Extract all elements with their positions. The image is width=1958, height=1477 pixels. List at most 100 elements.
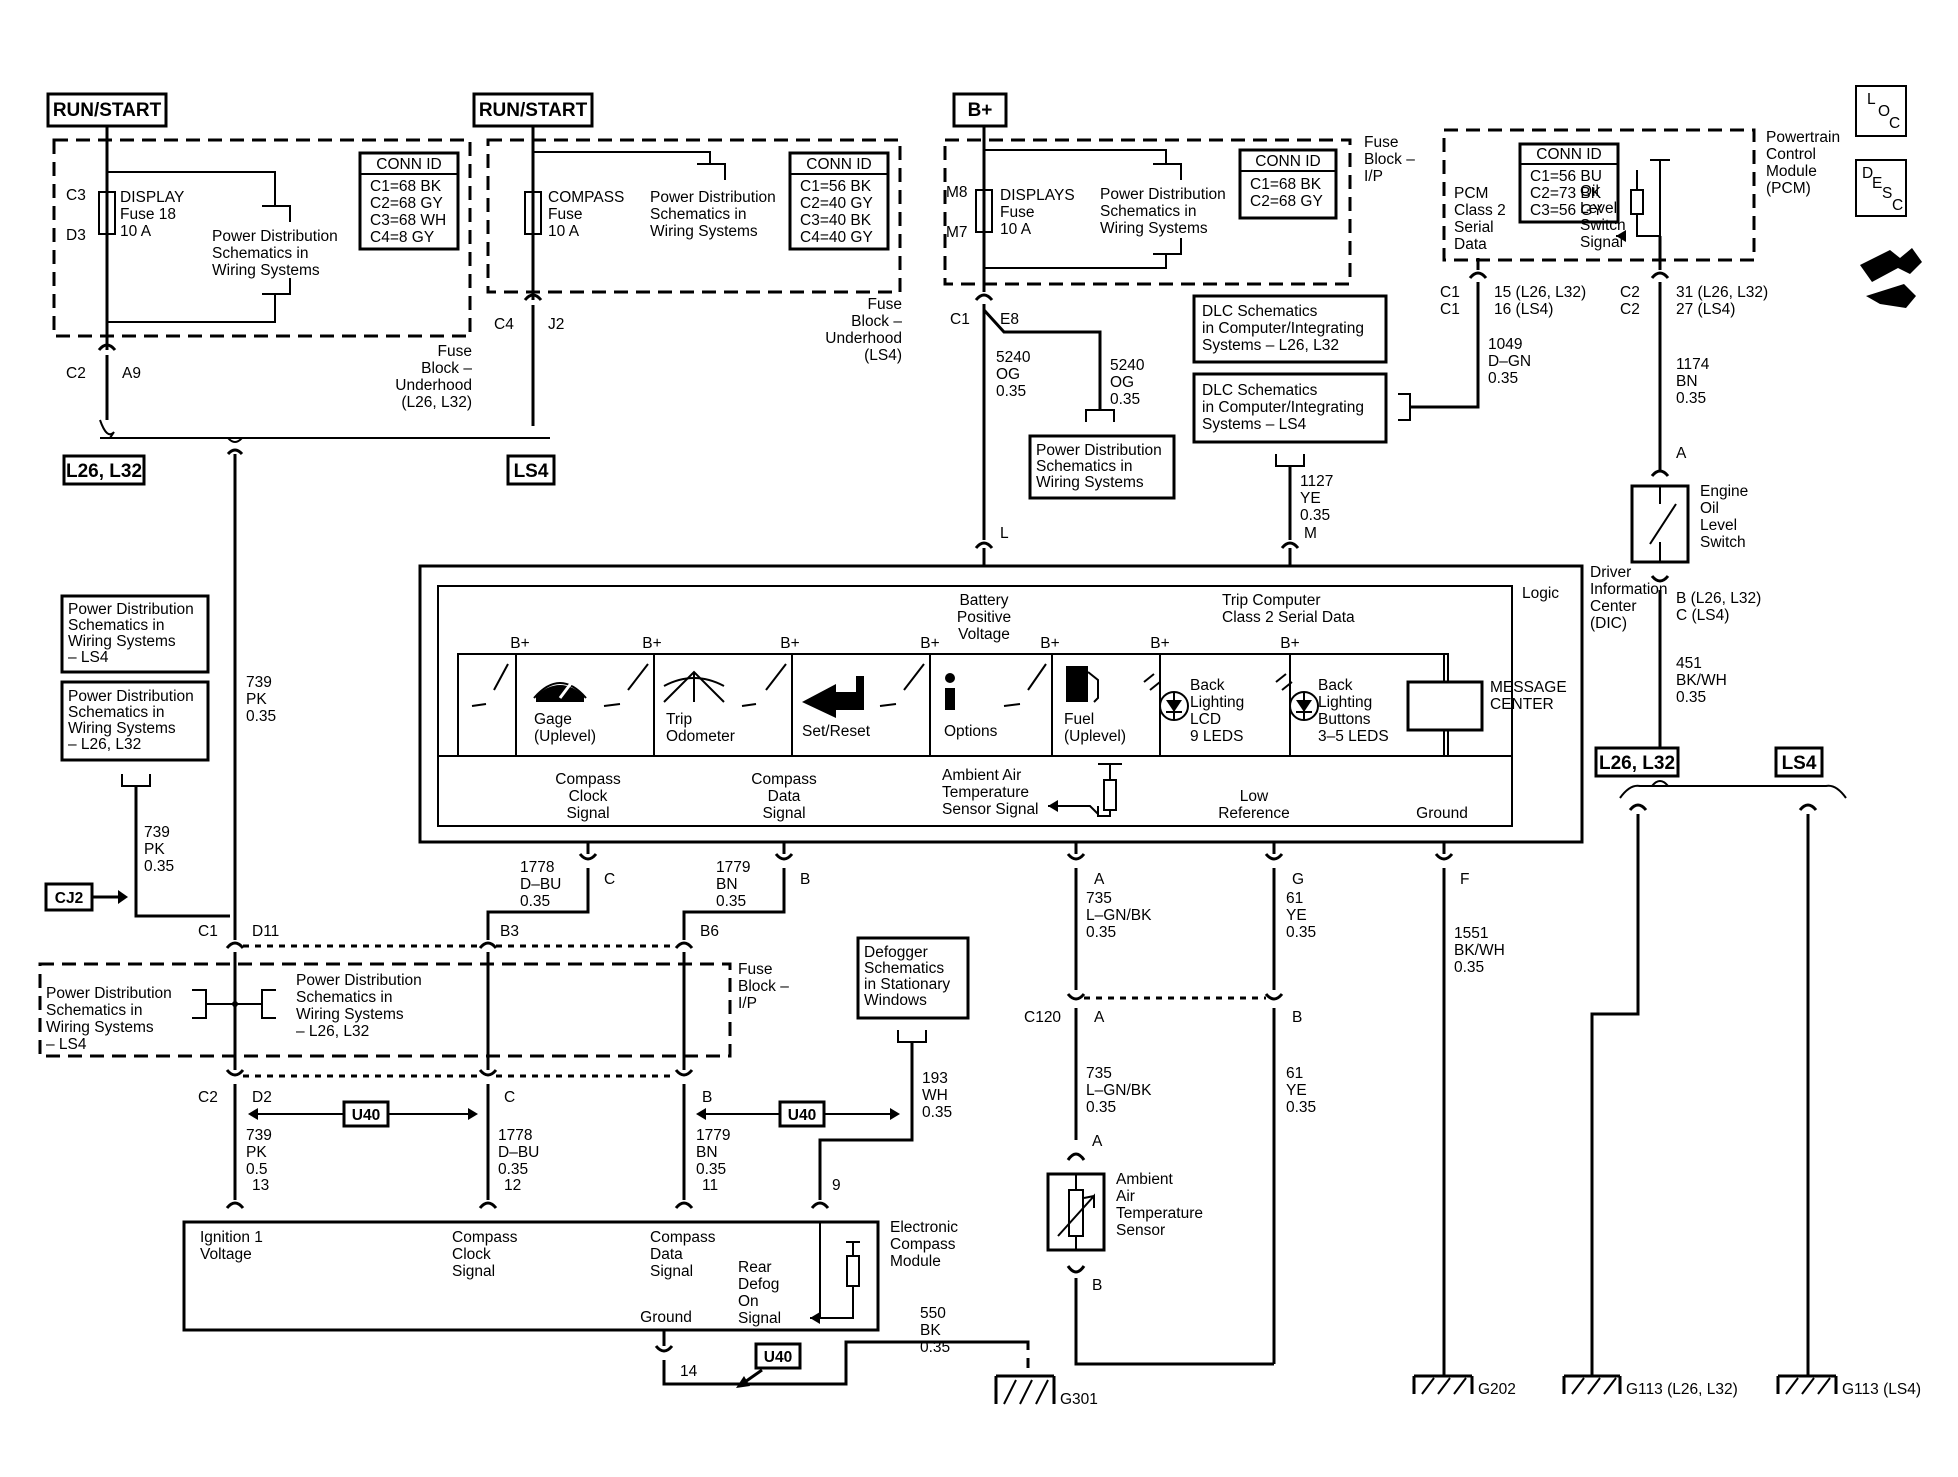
- diagram-label: – LS4: [46, 1036, 87, 1053]
- diagram-label: C1=68 BK: [1250, 176, 1322, 193]
- diagram-label: 31 (L26, L32): [1676, 284, 1768, 301]
- diagram-label: Ground: [1416, 805, 1468, 822]
- diagram-label: 0.35: [1300, 507, 1330, 524]
- conn-id-table-2: [788, 151, 890, 251]
- diagram-label: Schematics in: [650, 206, 746, 223]
- diagram-label: G301: [1060, 1391, 1098, 1408]
- engine-oil-level-switch: A Engine Oil Level Switch B (L26, L32) C…: [1630, 445, 1761, 770]
- diagram-label: Air: [1116, 1188, 1135, 1205]
- diagram-label: Data: [1454, 236, 1487, 253]
- diagram-label: Wiring Systems: [296, 1006, 404, 1023]
- diagram-label: Wiring Systems: [212, 262, 320, 279]
- diagram-label: 735: [1086, 1065, 1112, 1082]
- ground-g202: G202: [1412, 1368, 1516, 1398]
- diagram-label: 1778: [520, 859, 554, 876]
- diagram-label: C2: [1620, 301, 1640, 318]
- switch-gage: [471, 663, 509, 707]
- diagram-label: C2=40 GY: [800, 195, 873, 212]
- diagram-label: E8: [1000, 311, 1019, 328]
- diagram-label: Schematics: [864, 960, 944, 977]
- diagram-label: Fuse: [438, 343, 472, 360]
- diagram-label: 0.35: [1286, 1099, 1316, 1116]
- diagram-label: Systems – L26, L32: [1202, 337, 1339, 354]
- diagram-label: DLC Schematics: [1202, 303, 1318, 320]
- diagram-label: Power Distribution: [68, 601, 194, 618]
- diagram-label: 1779: [716, 859, 750, 876]
- diagram-label: B+: [1150, 635, 1169, 652]
- repair-tools-icon: [1860, 248, 1922, 308]
- diagram-label: 735: [1086, 890, 1112, 907]
- diagram-label: 0.35: [144, 858, 174, 875]
- diagram-label: Schematics in: [1100, 203, 1196, 220]
- cj2-tag: CJ2: [44, 882, 128, 912]
- diagram-label: C: [1889, 115, 1900, 132]
- diagram-label: D11: [252, 923, 279, 940]
- diagram-label: BK/WH: [1454, 942, 1505, 959]
- diagram-label: Signal: [452, 1263, 495, 1280]
- diagram-label: 10 A: [120, 223, 152, 240]
- diagram-label: Driver: [1590, 564, 1631, 581]
- diagram-label: BN: [696, 1144, 718, 1161]
- option-branch-top: L26, L32 LS4: [62, 419, 556, 486]
- diagram-label: A: [1094, 871, 1105, 888]
- diagram-label: 16 (LS4): [1494, 301, 1553, 318]
- fuse-block-underhood-l26: C3 D3 DISPLAY Fuse 18 10 A Power Distrib…: [52, 126, 472, 420]
- diagram-label: 11: [702, 1177, 718, 1194]
- diagram-label: 14: [680, 1363, 698, 1380]
- diagram-label: B3: [500, 923, 519, 940]
- diagram-label: Wiring Systems: [1100, 220, 1208, 237]
- diagram-label: Powertrain: [1766, 129, 1840, 146]
- diagram-label: B: [800, 871, 810, 888]
- diagram-label: G113 (LS4): [1842, 1381, 1921, 1398]
- diagram-label: M8: [946, 184, 968, 201]
- diagram-label: Block –: [421, 360, 472, 377]
- diagram-label: Fuse 18: [120, 206, 176, 223]
- diagram-label: C: [604, 871, 615, 888]
- diagram-label: DLC Schematics: [1202, 382, 1318, 399]
- diagram-label: YE: [1286, 907, 1307, 924]
- diagram-label: C2: [66, 365, 86, 382]
- fuse-block-ip: M8 M7 DISPLAYS Fuse 10 A Power Distribut…: [943, 126, 1415, 540]
- diagram-label: PK: [246, 691, 267, 708]
- diagram-label: Systems – LS4: [1202, 416, 1307, 433]
- desc-icon: D E S C: [1855, 159, 1907, 217]
- diagram-label: C2: [198, 1089, 218, 1106]
- diagram-label: – L26, L32: [296, 1023, 369, 1040]
- diagram-label: Schematics in: [212, 245, 308, 262]
- diagram-label: Low: [1240, 788, 1269, 805]
- diagram-label: A: [1094, 1009, 1105, 1026]
- diagram-label: Temperature: [942, 784, 1029, 801]
- diagram-label: Options: [944, 723, 998, 740]
- diagram-label: Electronic: [890, 1219, 958, 1236]
- diagram-label: Compass: [452, 1229, 518, 1246]
- diagram-label: C: [504, 1089, 515, 1106]
- diagram-label: Fuse: [548, 206, 582, 223]
- diagram-label: 1779: [696, 1127, 730, 1144]
- diagram-label: Data: [768, 788, 801, 805]
- dic-bottom-wires: C 1778 D–BU 0.35 B 1779 BN 0.35 A 735 L–…: [486, 842, 1505, 1368]
- diagram-label: Compass: [751, 771, 817, 788]
- diagram-label: U40: [764, 1349, 792, 1366]
- displays-fuse: [975, 189, 993, 233]
- diagram-label: D–BU: [520, 876, 561, 893]
- fuse-block-ip-lower: C1 D11 B3 B6 Fuse Block – I/P Power Dist…: [38, 923, 900, 1200]
- switch-set: [741, 663, 787, 707]
- diagram-label: Center: [1590, 598, 1637, 615]
- diagram-label: O: [1878, 103, 1890, 120]
- diagram-label: Defog: [738, 1276, 779, 1293]
- diagram-label: Underhood: [395, 377, 472, 394]
- diagram-label: RUN/START: [53, 100, 162, 121]
- ambient-air-temp-sensor: A Ambient Air Temperature Sensor B: [1046, 1133, 1274, 1366]
- diagram-label: 0.35: [520, 893, 550, 910]
- diagram-label: (DIC): [1590, 615, 1627, 632]
- diagram-label: B+: [642, 635, 661, 652]
- diagram-label: U40: [788, 1107, 816, 1124]
- diagram-label: CONN ID: [806, 156, 871, 173]
- electronic-compass-module: 13 12 11 9 Ignition 1 Voltage Compass Cl…: [182, 1177, 1030, 1388]
- diagram-label: Engine: [1700, 483, 1748, 500]
- diagram-label: Underhood: [825, 330, 902, 347]
- diagram-label: Gage: [534, 711, 572, 728]
- diagram-label: Signal: [566, 805, 609, 822]
- diagram-label: Switch: [1580, 217, 1626, 234]
- diagram-label: D: [1862, 165, 1873, 182]
